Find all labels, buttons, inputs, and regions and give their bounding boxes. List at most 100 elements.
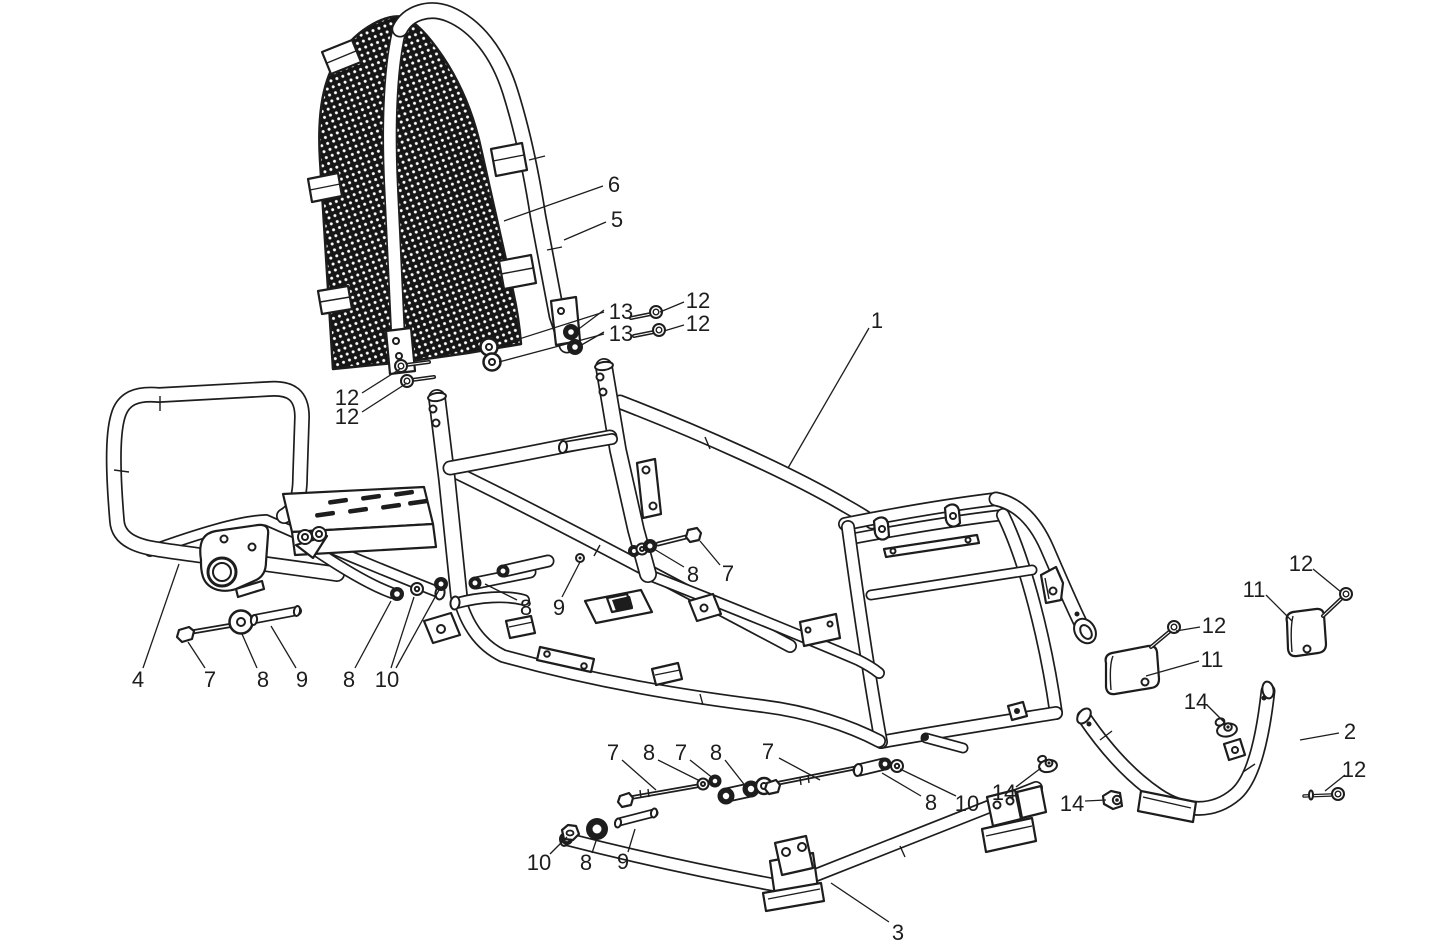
tube-fill [145, 515, 443, 597]
leader-line [657, 759, 701, 782]
mid-bolt-washer-hardware [628, 526, 703, 557]
tube-fill [616, 810, 657, 825]
tube-fill [842, 521, 887, 748]
tube-fill [1078, 685, 1274, 815]
part-callout-12-7: 12 [335, 404, 359, 429]
leader-line [484, 583, 518, 601]
part-callout-6-0: 6 [608, 172, 620, 197]
foot-plate-slots [315, 489, 428, 518]
leader-line [549, 836, 568, 855]
part-callout-8-11: 8 [257, 667, 269, 692]
leader-line [1175, 626, 1201, 632]
tube-fill [453, 591, 885, 747]
tube-fill [560, 833, 792, 893]
part-callout-8-17: 8 [687, 562, 699, 587]
leader-line [659, 301, 685, 313]
leader-line [354, 600, 392, 669]
tube-fill [313, 547, 397, 598]
tube-fill [191, 624, 234, 633]
part-callout-3-31: 3 [892, 920, 904, 945]
part-callout-7-10: 7 [204, 667, 216, 692]
part-callout-7-23: 7 [762, 739, 774, 764]
tube-fill [630, 313, 652, 319]
tube-fill [1150, 631, 1170, 648]
leader-line [563, 221, 607, 241]
rear-bumper [1076, 680, 1276, 824]
tube-fill [990, 493, 1087, 630]
part-callout-9-12: 9 [296, 667, 308, 692]
leader-line [653, 548, 685, 568]
part-callout-14-30: 14 [1060, 791, 1084, 816]
tube-fill [452, 592, 529, 608]
part-callout-8-15: 8 [520, 595, 532, 620]
tube-fill [393, 3, 574, 352]
part-callout-10-14: 10 [375, 667, 399, 692]
tube-fill [644, 570, 884, 678]
part-callout-12-4: 12 [686, 288, 710, 313]
part-callout-14-29: 14 [992, 780, 1016, 805]
tube-fill [846, 510, 1008, 544]
leader-line [1145, 660, 1200, 677]
seat-back-frame [382, 2, 582, 376]
leader-line [591, 837, 598, 854]
part-callout-12-6: 12 [335, 385, 359, 410]
tube-fill [411, 376, 435, 381]
tube-fill [867, 566, 1036, 599]
part-callout-4-9: 4 [132, 667, 144, 692]
leader-line [830, 882, 890, 923]
part-callout-12-34: 12 [1202, 613, 1226, 638]
tube-fill [384, 21, 406, 340]
leader-line [621, 759, 657, 791]
leader-line [689, 759, 715, 780]
part-callout-13-2: 13 [609, 299, 633, 324]
tube-fill [657, 535, 691, 545]
leader-line [627, 828, 636, 853]
leader-line [881, 772, 922, 797]
leader-line [724, 759, 748, 789]
leader-line [361, 368, 401, 394]
seat-back-mesh [318, 15, 523, 371]
tube-fill [839, 493, 1002, 530]
leader-line [1312, 568, 1342, 593]
main-frame [422, 358, 1097, 754]
leader-line [663, 324, 685, 332]
right-side-hardware [1037, 587, 1353, 811]
tube-fill [1322, 598, 1342, 617]
leader-line [241, 633, 258, 669]
leader-line [778, 757, 821, 781]
leader-line [787, 327, 870, 469]
leader-line [361, 382, 408, 413]
part-callout-8-13: 8 [343, 667, 355, 692]
part-callout-8-20: 8 [643, 740, 655, 765]
front-hardware [175, 577, 448, 644]
leader-line [187, 641, 206, 669]
leader-line [899, 768, 957, 797]
part-callout-9-16: 9 [553, 595, 565, 620]
tube-fill [633, 331, 655, 337]
part-callout-7-18: 7 [722, 561, 734, 586]
part-callout-8-22: 8 [710, 740, 722, 765]
leader-line [395, 589, 440, 669]
leader-line [1324, 774, 1346, 792]
part-callout-7-21: 7 [675, 740, 687, 765]
part-callout-1-8: 1 [871, 308, 883, 333]
leader-line [503, 185, 604, 222]
rear-support-arm [559, 781, 1048, 913]
part-callout-12-32: 12 [1289, 551, 1313, 576]
leader-line [699, 540, 721, 566]
leader-line [270, 625, 297, 669]
tube-fill [997, 509, 1062, 719]
leader-line [1206, 704, 1225, 723]
part-callout-9-26: 9 [617, 849, 629, 874]
leader-line [1299, 732, 1340, 741]
tube-fill [922, 734, 967, 752]
part-callout-7-19: 7 [607, 740, 619, 765]
tube-fill [107, 382, 344, 581]
part-callout-12-5: 12 [686, 311, 710, 336]
tube-fill [499, 556, 553, 576]
seat-mesh-straps [306, 38, 538, 316]
tube-fill [875, 707, 1062, 748]
